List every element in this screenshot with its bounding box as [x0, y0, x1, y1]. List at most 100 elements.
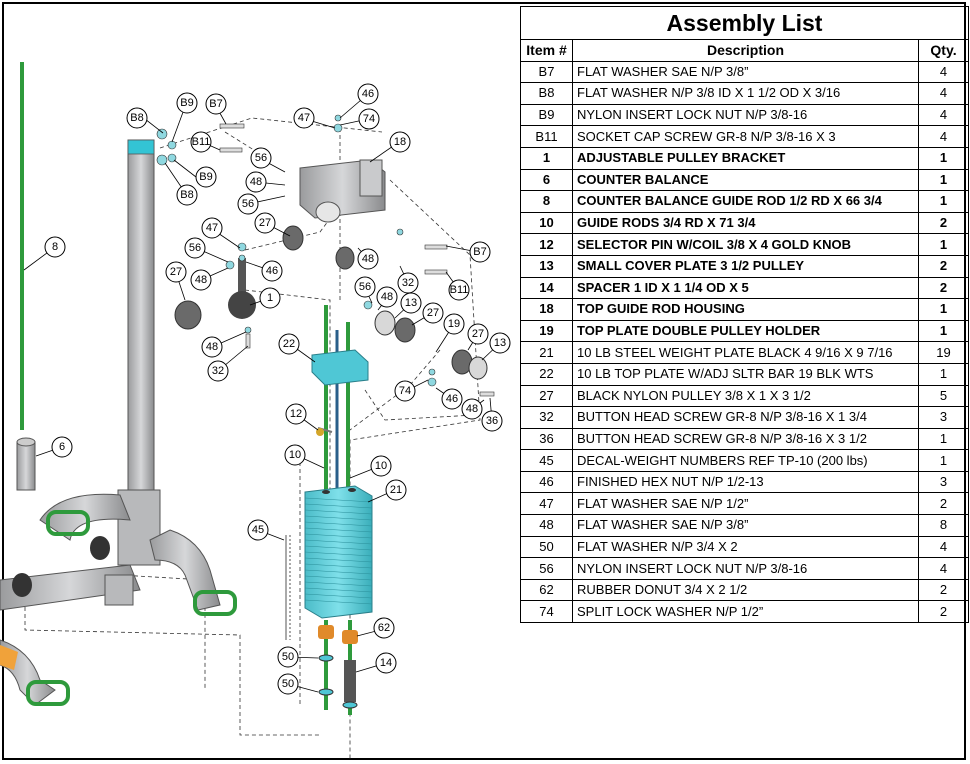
svg-text:48: 48 [381, 291, 393, 303]
svg-text:48: 48 [195, 274, 207, 286]
item-cell: 10 [520, 211, 573, 235]
svg-text:50: 50 [282, 678, 294, 690]
svg-text:B8: B8 [180, 189, 193, 201]
description-cell: FINISHED HEX NUT N/P 1/2-13 [572, 470, 919, 494]
callout-10-right: 10 [370, 455, 392, 477]
qty-cell: 2 [918, 578, 969, 602]
svg-text:27: 27 [472, 328, 484, 340]
svg-text:6: 6 [59, 441, 65, 453]
description-cell: SMALL COVER PLATE 3 1/2 PULLEY [572, 254, 919, 278]
callout-74-lower: 74 [394, 380, 416, 402]
svg-text:18: 18 [394, 136, 406, 148]
description-cell: BLACK NYLON PULLEY 3/8 X 1 X 3 1/2 [572, 384, 919, 408]
svg-text:27: 27 [259, 217, 271, 229]
item-cell: 47 [520, 492, 573, 516]
description-cell: ADJUSTABLE PULLEY BRACKET [572, 146, 919, 170]
callout-b9-lower: B9 [195, 166, 217, 188]
callout-b9-top: B9 [176, 92, 198, 114]
svg-text:B11: B11 [450, 284, 469, 296]
svg-text:B8: B8 [130, 112, 143, 124]
hardware [156, 114, 495, 397]
description-cell: FLAT WASHER SAE N/P 3/8” [572, 514, 919, 537]
description-cell: COUNTER BALANCE GUIDE ROD 1/2 RD X 66 3/… [572, 190, 919, 213]
svg-text:46: 46 [362, 88, 374, 100]
svg-text:22: 22 [283, 338, 295, 350]
item-cell: 62 [520, 578, 573, 602]
svg-text:27: 27 [427, 307, 439, 319]
item-cell: B7 [520, 60, 573, 84]
svg-text:47: 47 [298, 112, 310, 124]
item-cell: 14 [520, 276, 573, 300]
qty-cell: 4 [918, 60, 969, 84]
callout-b8-lower: B8 [176, 184, 198, 206]
callout-b8-top: B8 [126, 107, 148, 129]
pulleys [174, 225, 488, 380]
callout-56-b: 56 [237, 193, 259, 215]
counter-balance [16, 441, 36, 491]
qty-cell: 2 [918, 211, 969, 235]
description-cell: FLAT WASHER N/P 3/8 ID X 1 1/2 OD X 3/16 [572, 82, 919, 105]
svg-text:56: 56 [242, 198, 254, 210]
weight-stack [304, 485, 373, 619]
callout-21: 21 [385, 479, 407, 501]
callout-27-d: 27 [467, 323, 489, 345]
svg-text:47: 47 [206, 222, 218, 234]
svg-text:56: 56 [189, 242, 201, 254]
item-cell: 50 [520, 535, 573, 559]
qty-cell: 2 [918, 600, 969, 624]
callout-48-c: 48 [201, 336, 223, 358]
callout-50-top: 50 [277, 646, 299, 668]
svg-text:46: 46 [266, 265, 278, 277]
qty-cell: 5 [918, 384, 969, 408]
callout-b11-right: B11 [448, 279, 470, 301]
callout-27-c: 27 [422, 302, 444, 324]
description-cell: FLAT WASHER N/P 3/4 X 2 [572, 535, 919, 559]
item-cell: 1 [520, 146, 573, 170]
adjustable-pulley-bracket [228, 258, 256, 319]
description-cell: BUTTON HEAD SCREW GR-8 N/P 3/8-16 X 1 3/… [572, 406, 919, 429]
top-guide-rod-housing [299, 159, 386, 223]
item-cell: 74 [520, 600, 573, 624]
callout-48-e: 48 [376, 286, 398, 308]
callout-45: 45 [247, 519, 269, 541]
exploded-assembly-diagram: B8 B9 B7 B11 B9 B8 46 47 74 18 56 48 56 … [0, 62, 511, 760]
callout-46-lower: 46 [441, 388, 463, 410]
qty-cell: 3 [918, 406, 969, 429]
qty-cell: 1 [918, 233, 969, 256]
callout-13-a: 13 [400, 292, 422, 314]
item-cell: B11 [520, 125, 573, 148]
callout-56-d: 56 [354, 276, 376, 298]
callout-8: 8 [44, 236, 66, 258]
callout-19: 19 [443, 313, 465, 335]
callout-56-c: 56 [184, 237, 206, 259]
callout-1: 1 [259, 287, 281, 309]
svg-text:48: 48 [206, 341, 218, 353]
callout-32-a: 32 [207, 360, 229, 382]
qty-cell: 1 [918, 190, 969, 213]
qty-cell: 2 [918, 276, 969, 300]
item-cell: 22 [520, 362, 573, 386]
qty-cell: 1 [918, 146, 969, 170]
item-cell: 13 [520, 254, 573, 278]
lower-rod-hardware [318, 620, 358, 715]
qty-cell: 3 [918, 470, 969, 494]
upright-frame [117, 139, 161, 566]
callout-62: 62 [373, 617, 395, 639]
assembly-list-title: Assembly List [520, 6, 969, 40]
